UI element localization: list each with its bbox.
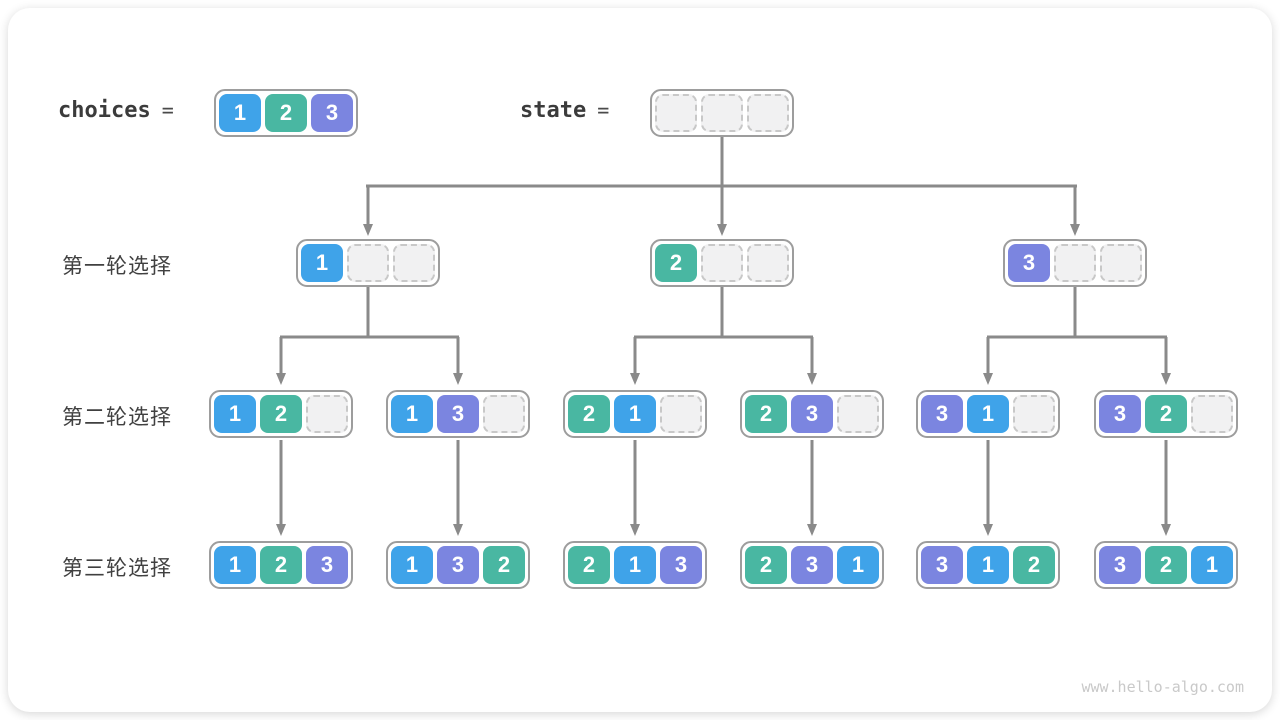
cell: 3 bbox=[791, 546, 833, 584]
choices-cell-2: 2 bbox=[265, 94, 307, 132]
cell: 2 bbox=[483, 546, 525, 584]
cell: 2 bbox=[655, 244, 697, 282]
cell: 1 bbox=[614, 546, 656, 584]
node-round3-2: 1 3 2 bbox=[386, 541, 530, 589]
cell: 2 bbox=[260, 395, 302, 433]
cell: 1 bbox=[214, 395, 256, 433]
cell: 1 bbox=[301, 244, 343, 282]
cell: 1 bbox=[967, 546, 1009, 584]
cell bbox=[747, 244, 789, 282]
cell bbox=[1100, 244, 1142, 282]
cell: 2 bbox=[745, 395, 787, 433]
node-round2-6: 3 2 bbox=[1094, 390, 1238, 438]
node-round2-3: 2 1 bbox=[563, 390, 707, 438]
state-cell-2 bbox=[701, 94, 743, 132]
node-round1-1: 1 bbox=[296, 239, 440, 287]
cell bbox=[1013, 395, 1055, 433]
choices-var-name: choices bbox=[58, 98, 151, 123]
cell: 2 bbox=[1145, 395, 1187, 433]
node-round3-5: 3 1 2 bbox=[916, 541, 1060, 589]
cell bbox=[347, 244, 389, 282]
cell: 2 bbox=[1145, 546, 1187, 584]
choices-cell-1: 1 bbox=[219, 94, 261, 132]
state-var-name: state bbox=[520, 98, 587, 123]
node-round2-1: 1 2 bbox=[209, 390, 353, 438]
state-array-box bbox=[650, 89, 794, 137]
cell: 3 bbox=[1099, 395, 1141, 433]
node-round1-3: 3 bbox=[1003, 239, 1147, 287]
round-2-label: 第二轮选择 bbox=[62, 406, 172, 429]
cell: 3 bbox=[921, 546, 963, 584]
cell bbox=[660, 395, 702, 433]
node-round2-2: 1 3 bbox=[386, 390, 530, 438]
watermark-url: www.hello-algo.com bbox=[1081, 678, 1244, 696]
node-round2-4: 2 3 bbox=[740, 390, 884, 438]
cell: 1 bbox=[614, 395, 656, 433]
tree-connector-lines bbox=[280, 137, 1167, 339]
cell: 3 bbox=[437, 546, 479, 584]
node-round3-3: 2 1 3 bbox=[563, 541, 707, 589]
choices-array-box: 1 2 3 bbox=[214, 89, 358, 137]
node-round3-4: 2 3 1 bbox=[740, 541, 884, 589]
cell: 1 bbox=[391, 395, 433, 433]
node-round3-6: 3 2 1 bbox=[1094, 541, 1238, 589]
cell: 1 bbox=[1191, 546, 1233, 584]
node-round2-5: 3 1 bbox=[916, 390, 1060, 438]
state-cell-3 bbox=[747, 94, 789, 132]
cell: 3 bbox=[791, 395, 833, 433]
cell: 2 bbox=[745, 546, 787, 584]
state-label: state = bbox=[520, 98, 609, 123]
cell bbox=[1054, 244, 1096, 282]
cell: 1 bbox=[214, 546, 256, 584]
cell bbox=[837, 395, 879, 433]
equals-sign: = bbox=[161, 98, 174, 122]
cell: 1 bbox=[837, 546, 879, 584]
cell: 3 bbox=[660, 546, 702, 584]
cell bbox=[483, 395, 525, 433]
choices-label: choices = bbox=[58, 98, 174, 123]
node-round1-2: 2 bbox=[650, 239, 794, 287]
cell: 2 bbox=[568, 395, 610, 433]
cell: 3 bbox=[921, 395, 963, 433]
cell: 2 bbox=[1013, 546, 1055, 584]
cell: 3 bbox=[1099, 546, 1141, 584]
cell: 1 bbox=[967, 395, 1009, 433]
cell: 3 bbox=[306, 546, 348, 584]
cell bbox=[393, 244, 435, 282]
cell: 3 bbox=[1008, 244, 1050, 282]
cell bbox=[1191, 395, 1233, 433]
round-1-label: 第一轮选择 bbox=[62, 255, 172, 278]
cell: 2 bbox=[568, 546, 610, 584]
node-round3-1: 1 2 3 bbox=[209, 541, 353, 589]
choices-cell-3: 3 bbox=[311, 94, 353, 132]
equals-sign: = bbox=[597, 98, 610, 122]
state-cell-1 bbox=[655, 94, 697, 132]
cell: 3 bbox=[437, 395, 479, 433]
cell bbox=[701, 244, 743, 282]
cell bbox=[306, 395, 348, 433]
cell: 2 bbox=[260, 546, 302, 584]
round-3-label: 第三轮选择 bbox=[62, 557, 172, 580]
cell: 1 bbox=[391, 546, 433, 584]
